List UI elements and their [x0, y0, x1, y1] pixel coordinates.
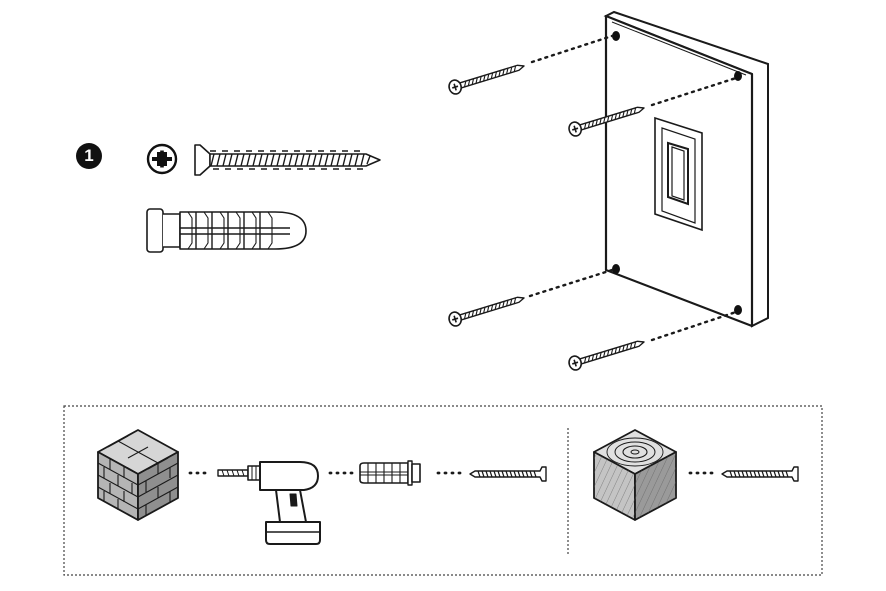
brick-wall-icon: [97, 429, 179, 521]
step-number-badge: 1: [76, 143, 102, 169]
wall-plug-icon: [146, 208, 307, 253]
plate-screws: [446, 34, 738, 373]
phillips-screw-head-icon: [146, 143, 178, 175]
wall-plate-icon: [603, 10, 769, 328]
wall-plug-small-icon: [359, 460, 421, 486]
screw-brick: [469, 466, 547, 482]
screw-wood-icon: [721, 466, 799, 482]
power-drill-icon: [217, 461, 321, 545]
screw-icon: [194, 144, 381, 176]
wall-type-panel: [63, 405, 823, 576]
wood-block-icon: [593, 429, 677, 521]
